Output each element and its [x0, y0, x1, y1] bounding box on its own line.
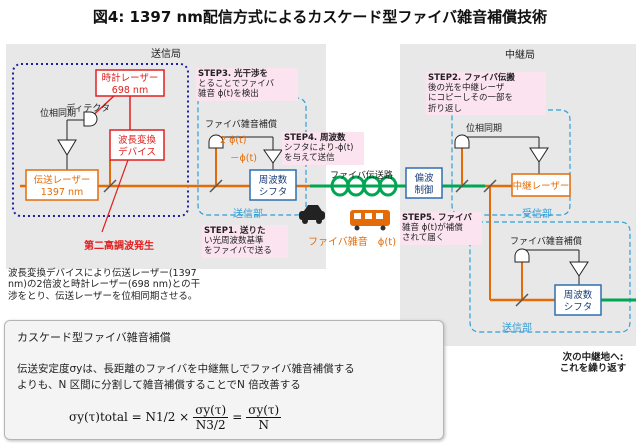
formula-fraction-2: σy(τ) N: [246, 402, 282, 432]
phase-lock-right-label: 位相同期: [466, 122, 502, 134]
step3-line-3: 雑音 ϕ(t)を検出: [198, 89, 259, 100]
step3-line-2: とることでファイバ: [198, 79, 275, 90]
beam-splitter-3: [455, 179, 469, 193]
next-relay-note: 次の中継地へ: これを繰り返す: [548, 352, 638, 375]
freq-shifter-box: [249, 169, 297, 201]
step1-box: STEP1. 送りた い光周波数基準 をファイバで送る: [202, 225, 288, 258]
two-phi-label: 2 ϕ(t): [220, 135, 246, 146]
step4-line-1: STEP4. 周波数: [284, 133, 346, 143]
beam-splitter-2: [209, 179, 223, 193]
detector-icon-4: [514, 248, 530, 263]
summary-heading: カスケード型ファイバ雑音補償: [17, 331, 171, 344]
minus-phi-label: －ϕ(t): [230, 153, 257, 164]
noise-comp-label-2: ファイバ雑音補償: [510, 235, 582, 247]
summary-body-line-2: よりも、N 区間に分割して雑音補償することでN 倍改善する: [17, 379, 301, 391]
transmit-laser-box: [25, 169, 99, 201]
send-shifter-label-2: シフタ: [564, 302, 593, 313]
noise-comp-label-1: ファイバ雑音補償: [205, 118, 277, 130]
next-relay-line-1: 次の中継地へ:: [562, 352, 624, 363]
fiber-spool-icon: [330, 175, 398, 197]
phase-lock-left-label: 位相同期: [40, 107, 76, 119]
detector-icon-1: [83, 111, 98, 127]
polarization-box: [405, 167, 443, 199]
receive-unit-label: 受信部: [522, 207, 552, 220]
detector-icon-3: [454, 134, 470, 149]
summary-panel: カスケード型ファイバ雑音補償 伝送安定度σyは、長距離のファイバを中継無しでファ…: [4, 320, 444, 440]
conversion-label-1: 波長変換: [118, 134, 157, 146]
next-relay-line-2: これを繰り返す: [559, 363, 627, 375]
polarization-label-2: 制御: [414, 184, 433, 196]
step5-box: STEP5. ファイバ 雑音 ϕ(t)が補償 されて届く: [400, 212, 482, 245]
transmit-unit-label: 送信部: [233, 207, 263, 220]
formula-denominator-1: N3/2: [195, 417, 226, 432]
clock-laser-box: [95, 69, 165, 97]
relay-laser-box: [511, 173, 571, 197]
clock-laser-label-1: 時計レーザー: [102, 72, 159, 84]
train-icon: [350, 210, 390, 231]
formula-fraction-1: σy(τ) N3/2: [193, 402, 229, 432]
formula-numerator-1: σy(τ): [193, 402, 229, 418]
conversion-label-2: デバイス: [118, 146, 156, 158]
send-shifter-label-1: 周波数: [564, 289, 593, 301]
step5-line-2: 雑音 ϕ(t)が補償: [402, 223, 463, 234]
shg-pointer: [101, 159, 129, 233]
step5-line-3: されて届く: [402, 233, 445, 244]
shg-label: 第二高調波発生: [84, 239, 154, 252]
polarization-label-1: 偏波: [414, 172, 434, 184]
clock-laser-label-2: 698 nm: [112, 85, 148, 96]
relay-laser-label: 中継レーザー: [513, 180, 570, 192]
beam-splitter-4: [483, 179, 497, 193]
formula-equals: =: [232, 410, 243, 424]
freq-shifter-label-2: シフタ: [259, 187, 288, 198]
beam-splitter-1: [103, 179, 117, 193]
conversion-note: 波長変換デバイスにより伝送レーザー(1397 nm)の2倍波と時計レーザー(69…: [8, 268, 278, 302]
step3-line-1: STEP3. 光干渉を: [198, 69, 269, 79]
formula-lhs: σy(τ)total = N1/2 ×: [69, 410, 190, 424]
relay-station-label: 中継局: [505, 48, 535, 61]
car-icon: [299, 205, 325, 224]
step4-box: STEP4. 周波数 シフタにより-ϕ(t) を与えて送信: [282, 132, 364, 165]
step4-line-3: を与えて送信: [284, 153, 335, 164]
step1-line-1: STEP1. 送りた: [204, 226, 266, 236]
conversion-note-line-1: 波長変換デバイスにより伝送レーザー(1397: [8, 268, 197, 279]
summary-formula: σy(τ)total = N1/2 × σy(τ) N3/2 = σy(τ) N: [69, 399, 282, 435]
summary-body-line-1: 伝送安定度σyは、長距離のファイバを中継無しでファイバ雑音補償する: [17, 363, 355, 375]
detector-icon-2: [208, 134, 224, 149]
formula-denominator-2: N: [258, 417, 269, 432]
step4-line-2: シフタにより-ϕ(t): [284, 143, 354, 154]
figure-title: 図4: 1397 nm配信方式によるカスケード型ファイバ雑音補償技術: [92, 8, 548, 26]
step2-line-2: 後の光を中継レーザ: [428, 83, 505, 94]
beam-splitter-5: [515, 293, 529, 307]
conversion-device-box: [109, 129, 165, 161]
step2-line-3: にコピーしその一部を: [428, 93, 514, 104]
transmit-station-label: 送信局: [151, 47, 181, 60]
conversion-note-line-2: nm)の2倍波と時計レーザー(698 nm)との干: [8, 279, 201, 291]
send-shifter-box: [554, 284, 602, 316]
formula-numerator-2: σy(τ): [246, 402, 282, 418]
detector-label: ディテクタ: [66, 102, 110, 114]
step1-line-3: をファイバで送る: [204, 246, 272, 257]
fiber-noise-label: ファイバ雑音 ϕ(t): [308, 235, 396, 248]
send-unit-box: [469, 221, 631, 333]
step1-line-2: い光周波数基準: [204, 236, 264, 247]
freq-shifter-label-1: 周波数: [259, 174, 288, 186]
step3-box: STEP3. 光干渉を とることでファイバ 雑音 ϕ(t)を検出: [196, 68, 298, 101]
step2-line-4: 折り返し: [428, 103, 463, 114]
transmit-laser-label-2: 1397 nm: [41, 187, 83, 198]
step2-box: STEP2. ファイバ伝搬 後の光を中継レーザ にコピーしその一部を 折り返し: [426, 72, 546, 115]
send-unit-label: 送信部: [502, 321, 532, 334]
step2-line-1: STEP2. ファイバ伝搬: [428, 73, 515, 83]
transmit-laser-label-1: 伝送レーザー: [34, 174, 91, 186]
fiber-path-label: ファイバ伝送路: [330, 169, 393, 181]
step5-line-1: STEP5. ファイバ: [402, 213, 472, 223]
conversion-note-line-3: 渉をとり、伝送レーザーを位相同期させる。: [8, 290, 198, 302]
